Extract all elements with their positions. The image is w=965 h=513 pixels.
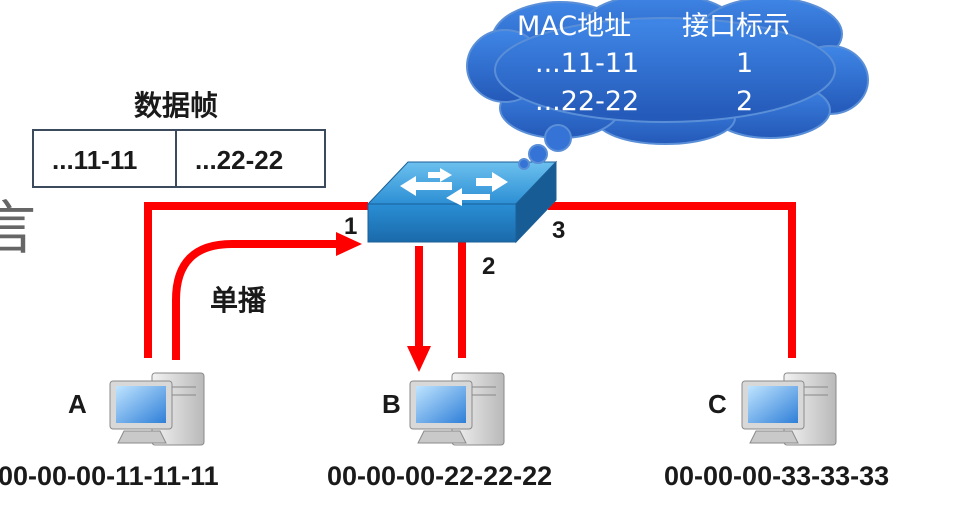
thought-bubble-mid [528,144,548,164]
port-1-label: 1 [344,213,357,240]
host-a-name: A [68,389,87,419]
unicast-arrow-head [336,232,362,256]
switch-arrows-icon [400,168,508,206]
host-a [109,372,205,446]
computer-icon [409,372,505,446]
data-frame-box [32,129,326,188]
link-c-port3 [548,202,796,358]
unicast-arrow [172,240,340,360]
link-a-port1 [144,202,368,358]
data-frame-title: 数据帧 [134,90,218,121]
computer-icon [741,372,837,446]
switch-front [367,203,517,243]
mac-table-row-1-port: 1 [736,48,753,79]
mac-table-row-1-mac: ...11-11 [535,48,639,79]
mac-table-row-2-mac: ...22-22 [535,86,639,117]
thought-bubble-large [544,124,572,152]
data-frame-src-cell: ...22-22 [195,145,283,175]
host-b-name: B [382,389,401,419]
side-glyph: 言 [0,194,36,262]
links [144,202,796,358]
unicast-label: 单播 [210,285,267,316]
data-frame-dst-cell: ...11-11 [52,145,137,175]
host-a-mac: 00-00-00-11-11-11 [0,461,219,491]
host-b [409,372,505,446]
port-2-label: 2 [482,253,495,280]
port-3-label: 3 [552,217,565,244]
switch [366,160,558,244]
computer-icon [109,372,205,446]
mac-table-row-2-port: 2 [736,86,753,117]
host-b-mac: 00-00-00-22-22-22 [327,461,552,491]
mac-table-header-mac: MAC地址 [517,11,631,42]
thought-bubble-small [518,158,530,170]
host-c-mac: 00-00-00-33-33-33 [664,461,889,491]
mac-table-cloud: MAC地址 接口标示 ...11-11 1 ...22-22 2 [466,0,869,170]
forward-arrow-head [407,346,431,372]
host-c [741,372,837,446]
switch-side [515,160,557,244]
mac-table-header-port: 接口标示 [682,11,790,42]
data-frame: 数据帧 ...11-11 ...22-22 [32,90,326,188]
host-c-name: C [708,389,727,419]
